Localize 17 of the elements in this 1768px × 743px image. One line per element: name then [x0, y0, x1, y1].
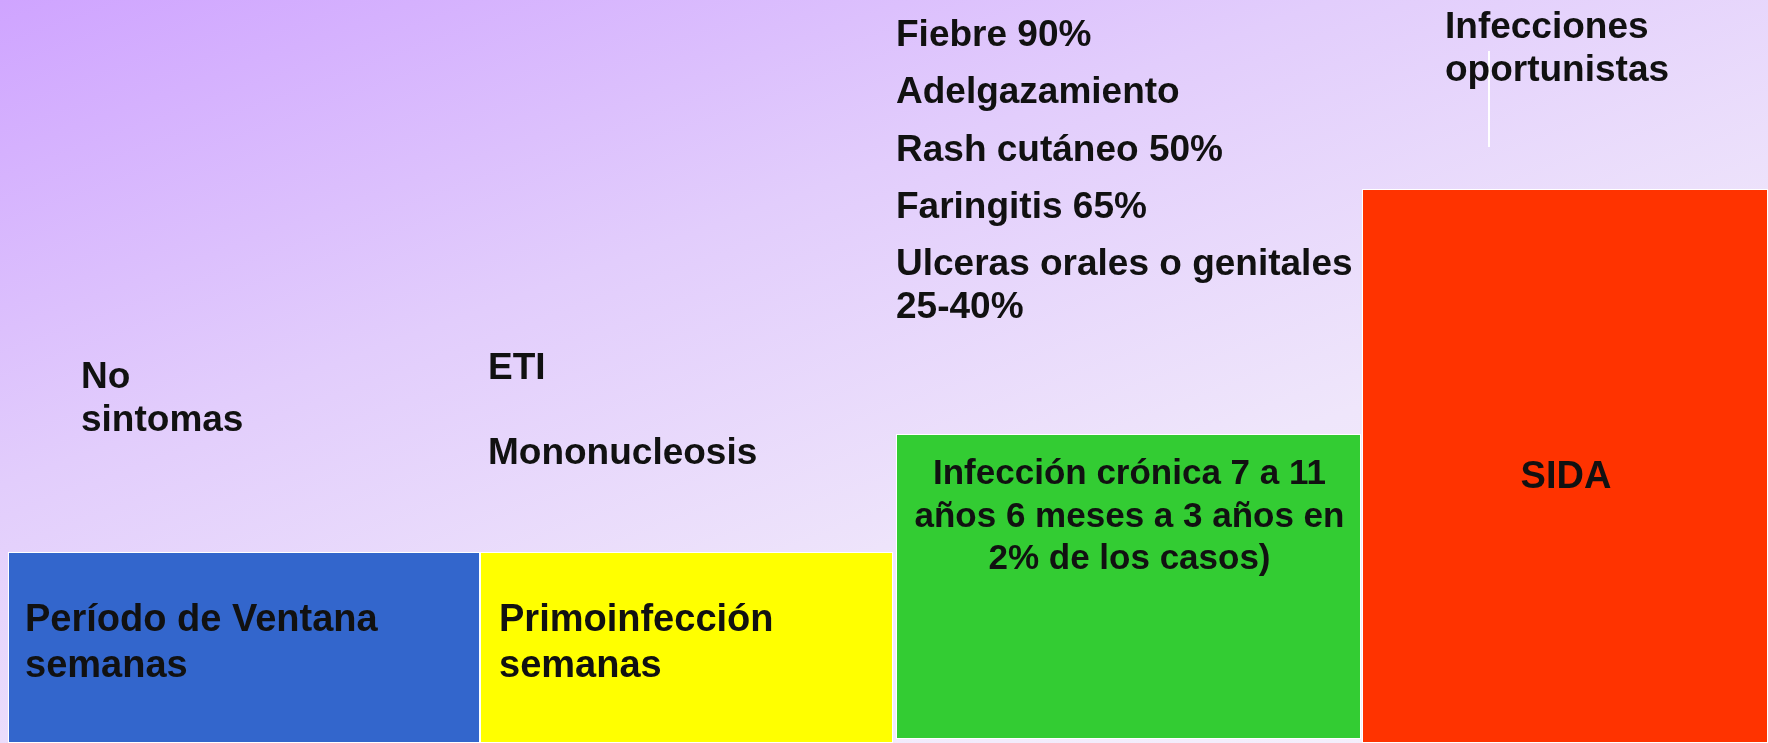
- stage-box: [1362, 189, 1768, 743]
- stage-label: SIDA: [1519, 453, 1613, 498]
- stage-box: [8, 552, 480, 743]
- stage-label: Período de Ventana semanas: [25, 596, 379, 688]
- stage-note: Infecciones oportunistas: [1445, 4, 1671, 90]
- stage-box: [480, 552, 893, 743]
- stage-note: No sintomas: [81, 354, 245, 440]
- stage-note: ETI: [488, 345, 547, 388]
- stage-box: [896, 434, 1361, 739]
- stage-label: Infección crónica 7 a 11 años 6 meses a 3 años en 2% de los casos): [913, 451, 1346, 579]
- stage-note: Fiebre 90%: [896, 12, 1093, 55]
- stage-note: Rash cutáneo 50%: [896, 127, 1224, 170]
- stage-note: Ulceras orales o genitales 25-40%: [896, 241, 1354, 327]
- stage-note: Faringitis 65%: [896, 184, 1148, 227]
- stage-label: Primoinfección semanas: [499, 596, 775, 688]
- stage-note: Mononucleosis: [488, 430, 759, 473]
- stage-note: Adelgazamiento: [896, 69, 1181, 112]
